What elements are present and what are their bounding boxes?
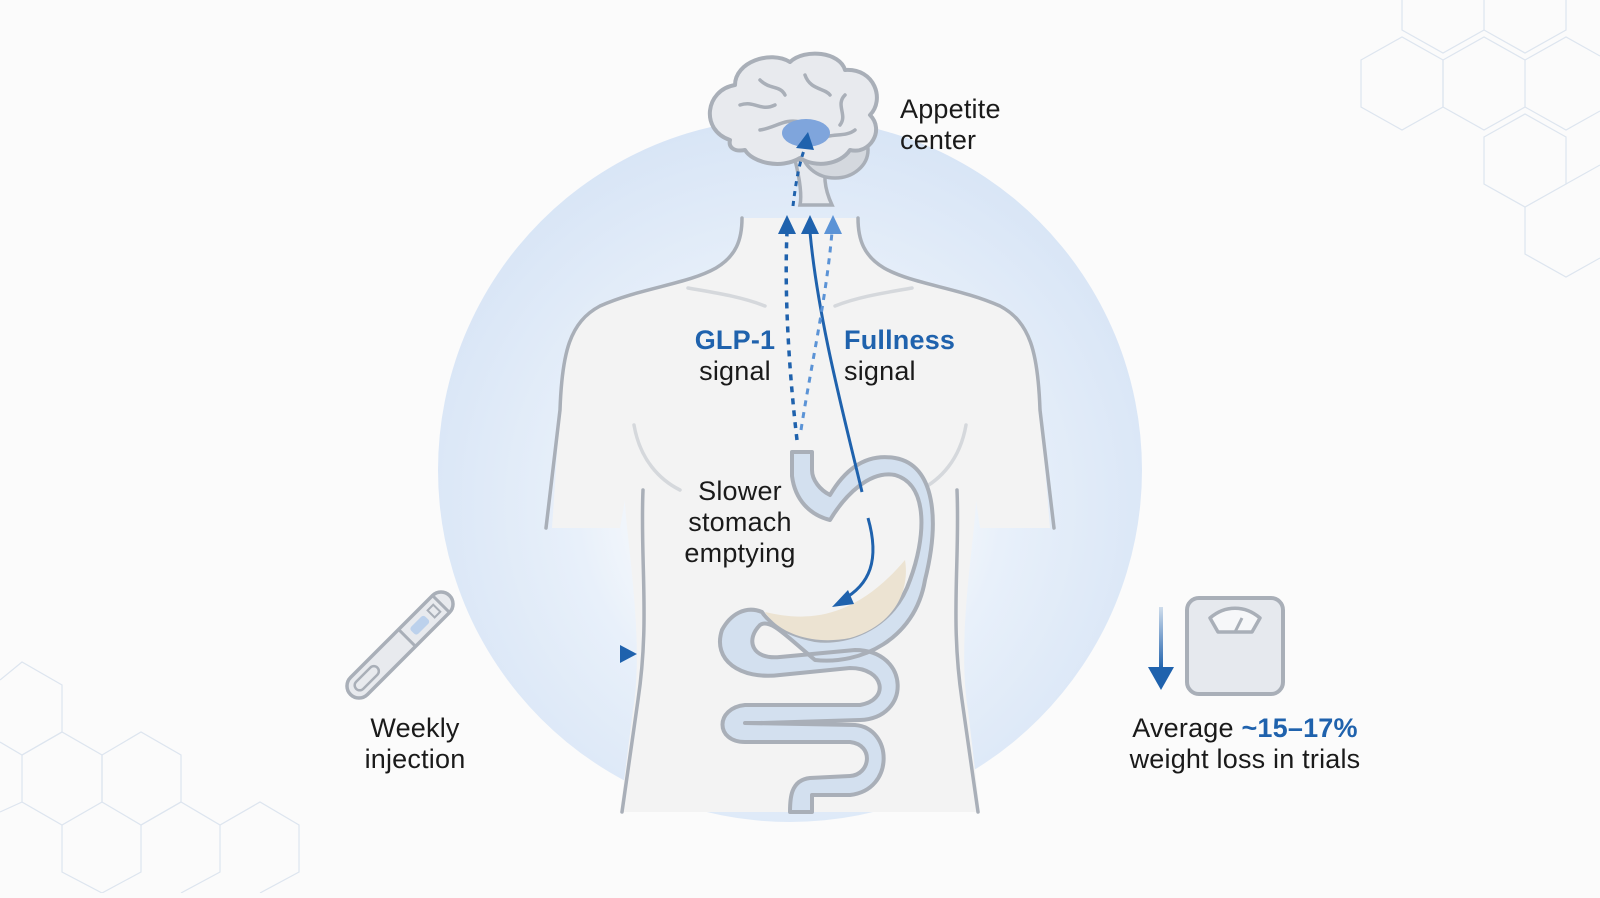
fullness-signal-arrow (808, 231, 864, 493)
brain-icon (707, 51, 879, 207)
injection-label-line2: injection (364, 744, 466, 774)
fullness-label-line2: signal (844, 356, 916, 386)
down-arrow-shaft (1159, 607, 1163, 669)
appetite-label-line2: center (900, 125, 977, 155)
emptying-arrowhead (832, 590, 854, 607)
weight-loss-label: Average ~15–17% weight loss in trials (1110, 713, 1380, 775)
glp1-label-line2: signal (699, 356, 771, 386)
glp1-label-accent: GLP-1 (694, 325, 776, 355)
vagal-arrowhead (824, 215, 842, 234)
weight-label-line2: weight loss in trials (1129, 744, 1361, 774)
scale-icon (1185, 596, 1285, 696)
vagal-signal-arrow (799, 231, 834, 431)
emptying-arrow (841, 517, 875, 602)
weight-label-accent: ~15–17% (1241, 713, 1358, 743)
torso-icon (544, 216, 1056, 814)
down-arrow-icon (1148, 667, 1174, 690)
fullness-arrowhead (801, 215, 819, 234)
brain-arrowhead (796, 132, 814, 150)
stomach-label-line2: stomach (688, 507, 792, 537)
appetite-center-label: Appetite center (900, 94, 1001, 156)
weight-label-prefix: Average (1132, 713, 1242, 743)
hexagon-pattern-top-right (1360, 0, 1600, 278)
appetite-label-line1: Appetite (900, 94, 1001, 124)
stomach-label-line1: Slower (698, 476, 782, 506)
appetite-center-marker (782, 119, 830, 147)
signal-arrows (778, 132, 875, 607)
glp1-signal-arrow (784, 231, 799, 441)
glp1-signal-label: GLP-1 signal (670, 325, 800, 387)
stomach-label-line3: emptying (684, 538, 796, 568)
injection-pen-icon (345, 590, 455, 700)
weekly-injection-label: Weekly injection (340, 713, 490, 775)
stomach-emptying-label: Slower stomach emptying (660, 476, 820, 569)
fullness-label-accent: Fullness (844, 325, 956, 355)
hexagon-pattern-bottom-left (0, 661, 300, 894)
injection-label-line1: Weekly (370, 713, 460, 743)
glp1-arrowhead (778, 215, 796, 234)
injection-arrowhead (620, 645, 637, 663)
stomach-icon (718, 450, 935, 814)
brain-signal-arrow (791, 147, 807, 207)
fullness-signal-label: Fullness signal (844, 325, 955, 387)
